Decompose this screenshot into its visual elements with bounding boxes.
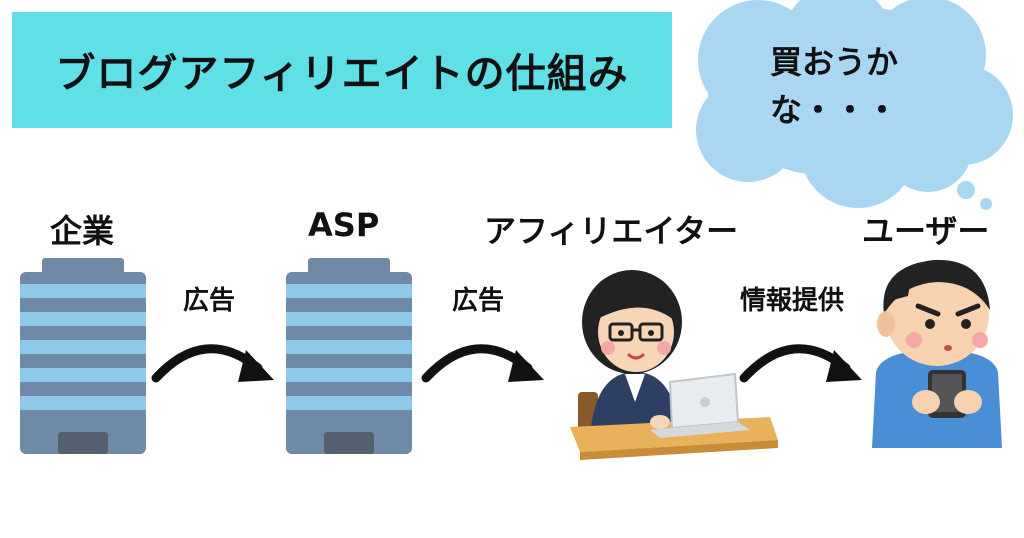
user-man-smartphone-icon xyxy=(872,259,1002,448)
arrow-2-icon xyxy=(421,344,544,383)
diagram-title: ブログアフィリエイトの仕組み xyxy=(55,51,629,97)
label-asp: ASP xyxy=(308,206,380,244)
arrow-1-icon xyxy=(151,344,274,383)
label-company: 企業 xyxy=(50,212,115,250)
affiliate-woman-laptop-icon xyxy=(570,270,778,460)
arrow-label-info: 情報提供 xyxy=(740,286,845,316)
thought-line-1: 買おうか xyxy=(770,43,899,81)
arrow-label-ad-2: 広告 xyxy=(452,286,505,316)
title-box: ブログアフィリエイトの仕組み xyxy=(12,12,672,128)
thought-line-2: な・・・ xyxy=(770,91,899,129)
arrow-3-icon xyxy=(739,344,862,383)
label-user: ユーザー xyxy=(862,212,990,250)
thought-cloud-icon xyxy=(696,0,1013,210)
thought-text: 買おうか な・・・ xyxy=(770,38,940,134)
asp-building-icon xyxy=(286,258,412,454)
label-affiliate: アフィリエイター xyxy=(484,212,739,250)
arrow-label-ad-1: 広告 xyxy=(183,286,236,316)
company-building-icon xyxy=(20,258,146,454)
